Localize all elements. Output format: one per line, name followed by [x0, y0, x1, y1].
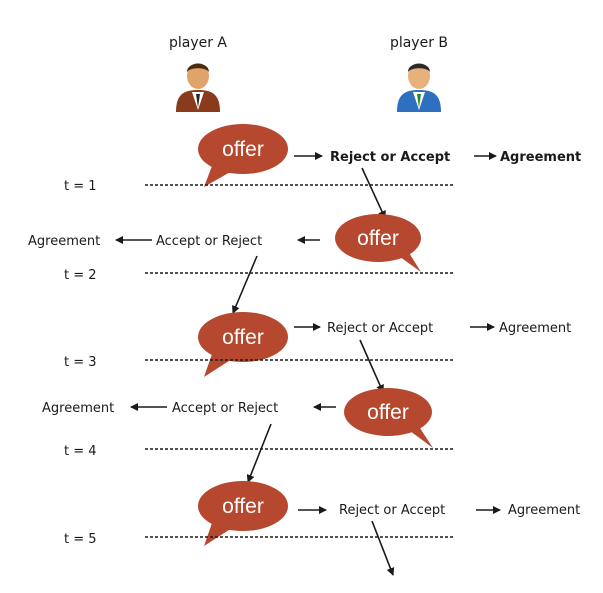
arrow-reject-2: [232, 255, 258, 314]
offer-text-3: offer: [222, 326, 264, 349]
player-b-icon: [397, 63, 441, 112]
player-a-icon: [176, 63, 220, 112]
offer-bubble-4: offer: [344, 388, 433, 448]
offer-bubble-5: offer: [198, 481, 288, 546]
agreement-3: Agreement: [499, 321, 571, 336]
response-3: Reject or Accept: [327, 321, 433, 336]
offer-bubble-2: offer: [335, 214, 421, 272]
offer-bubble-1: offer: [198, 124, 288, 187]
offer-text-4: offer: [367, 401, 409, 424]
response-4: Accept or Reject: [172, 401, 278, 416]
response-5: Reject or Accept: [339, 503, 445, 518]
offer-text-5: offer: [222, 495, 264, 518]
time-label-4: t = 4: [64, 444, 97, 459]
time-label-5: t = 5: [64, 532, 97, 547]
agreement-4: Agreement: [42, 401, 114, 416]
round-3: offer Reject or Accept Agreement t = 3: [64, 312, 571, 393]
agreement-1: Agreement: [500, 150, 581, 165]
agreement-2: Agreement: [28, 234, 100, 249]
round-1: offer Reject or Accept Agreement t = 1: [64, 124, 581, 219]
time-label-3: t = 3: [64, 355, 97, 370]
round-5: offer Reject or Accept Agreement t = 5: [64, 481, 580, 576]
agreement-5: Agreement: [508, 503, 580, 518]
arrow-reject-5: [371, 520, 395, 576]
arrow-reject-4: [246, 423, 272, 483]
arrow-reject-1: [361, 167, 386, 219]
offer-text-2: offer: [357, 227, 399, 250]
round-2: offer Accept or Reject Agreement t = 2: [28, 214, 455, 314]
round-4: offer Accept or Reject Agreement t = 4: [42, 388, 455, 483]
time-label-2: t = 2: [64, 268, 97, 283]
offer-bubble-3: offer: [198, 312, 288, 377]
time-label-1: t = 1: [64, 179, 97, 194]
response-2: Accept or Reject: [156, 234, 262, 249]
offer-text-1: offer: [222, 138, 264, 161]
player-a-label: player A: [169, 35, 227, 51]
player-b-label: player B: [390, 35, 448, 51]
response-1: Reject or Accept: [330, 150, 450, 165]
arrow-reject-3: [359, 339, 384, 393]
